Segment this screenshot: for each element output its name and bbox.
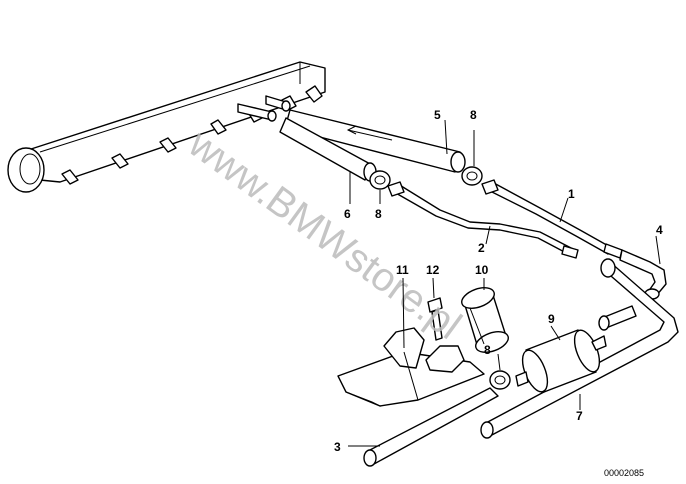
hose-5: [284, 109, 466, 173]
hose-clamp-top-left: [369, 170, 391, 190]
callout-5: 5: [434, 108, 441, 122]
callout-8-bottom: 8: [484, 343, 491, 357]
callout-2: 2: [478, 241, 485, 255]
fuel-filter: [515, 329, 607, 393]
callouts: 1 2 3 4 5 6 7 8 8 8 9 10 11 12: [334, 108, 663, 454]
callout-8-top-right: 8: [470, 108, 477, 122]
fuel-line-2: [387, 181, 579, 259]
callout-12: 12: [426, 263, 440, 277]
callout-10: 10: [475, 263, 489, 277]
rail-end-cap: [7, 147, 45, 193]
callout-6: 6: [344, 207, 351, 221]
fuel-rail: [7, 61, 326, 193]
callout-9: 9: [548, 312, 555, 326]
document-number: 00002085: [604, 468, 644, 478]
callout-7: 7: [576, 409, 583, 423]
hose-clamp-top-right: [461, 166, 483, 186]
hose-clamp-bottom: [489, 370, 511, 390]
callout-8-top-left: 8: [375, 207, 382, 221]
rail-pipe-stubs: [237, 95, 291, 122]
callout-3: 3: [334, 440, 341, 454]
hose-7: [480, 258, 679, 439]
hose-3: [363, 387, 499, 467]
callout-1: 1: [568, 187, 575, 201]
callout-4: 4: [656, 223, 663, 237]
callout-11: 11: [396, 263, 409, 277]
bolt: [427, 297, 443, 341]
filter-outlet-hose: [598, 305, 637, 331]
fuel-line-1: [481, 179, 623, 259]
callout-leaders: [348, 119, 661, 447]
filter-bracket: [337, 327, 485, 407]
rubber-sleeve: [461, 287, 509, 353]
